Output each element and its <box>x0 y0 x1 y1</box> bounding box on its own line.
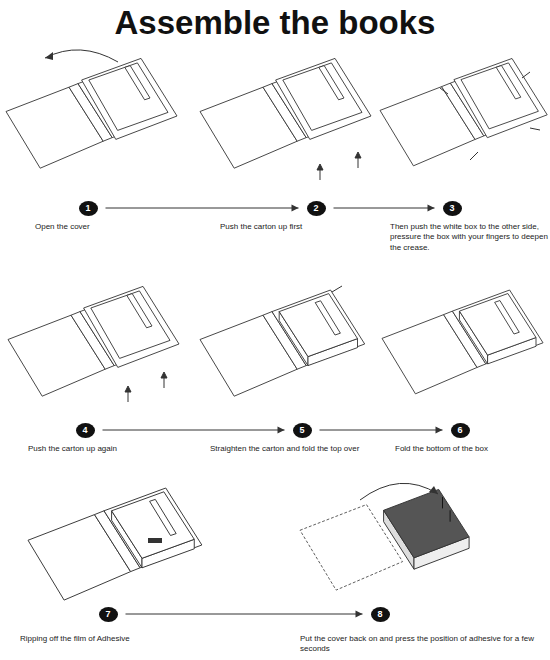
step-number: 1 <box>79 201 98 216</box>
step-number: 5 <box>293 423 312 438</box>
step-6-drawing <box>382 290 543 394</box>
fold-arrow <box>332 286 342 292</box>
push-arrows <box>317 152 361 180</box>
step-number: 8 <box>371 607 390 622</box>
open-arrow-head <box>45 52 53 60</box>
step-8-drawing <box>300 489 469 590</box>
callout-number: 1 <box>85 204 90 213</box>
step-2-drawing <box>200 58 371 168</box>
step-number: 6 <box>451 423 470 438</box>
flow-arrow <box>320 427 443 434</box>
step-number: 2 <box>307 201 326 216</box>
page-title: Assemble the books <box>0 4 550 42</box>
callout-number: 7 <box>105 610 110 619</box>
step-caption: Straighten the carton and fold the top o… <box>210 444 370 454</box>
step-number: 3 <box>443 201 462 216</box>
step-caption: Open the cover <box>35 222 175 232</box>
callout-number: 6 <box>457 426 462 435</box>
step-1-drawing <box>6 58 177 168</box>
step-number: 7 <box>99 607 118 622</box>
step-caption: Ripping off the film of Adhesive <box>20 634 220 644</box>
callout-number: 8 <box>377 610 382 619</box>
push-arrows-2 <box>125 372 167 402</box>
step-caption: Put the cover back on and press the posi… <box>300 634 540 655</box>
step-caption: Push the carton up again <box>28 444 178 454</box>
step-caption: Fold the bottom of the box <box>395 444 545 454</box>
flow-arrow <box>103 427 285 434</box>
callout-number: 4 <box>82 426 87 435</box>
flow-arrow <box>126 611 363 618</box>
flow-arrow <box>106 205 299 212</box>
close-arrow <box>360 483 438 500</box>
open-arrow <box>45 50 118 62</box>
callout-number: 5 <box>299 426 304 435</box>
adhesive-film <box>148 538 162 543</box>
press-arrows <box>440 72 540 160</box>
step-caption: Push the carton up first <box>220 222 370 232</box>
flow-arrow <box>334 205 435 212</box>
step-7-drawing <box>28 488 202 600</box>
step-4-drawing <box>8 286 179 396</box>
callout-number: 3 <box>449 204 454 213</box>
callout-number: 2 <box>313 204 318 213</box>
step-3-drawing <box>380 58 547 165</box>
step-caption: Then push the white box to the other sid… <box>390 222 548 253</box>
step-number: 4 <box>76 423 95 438</box>
close-arrow-head <box>429 486 438 494</box>
step-5-drawing <box>200 290 365 396</box>
